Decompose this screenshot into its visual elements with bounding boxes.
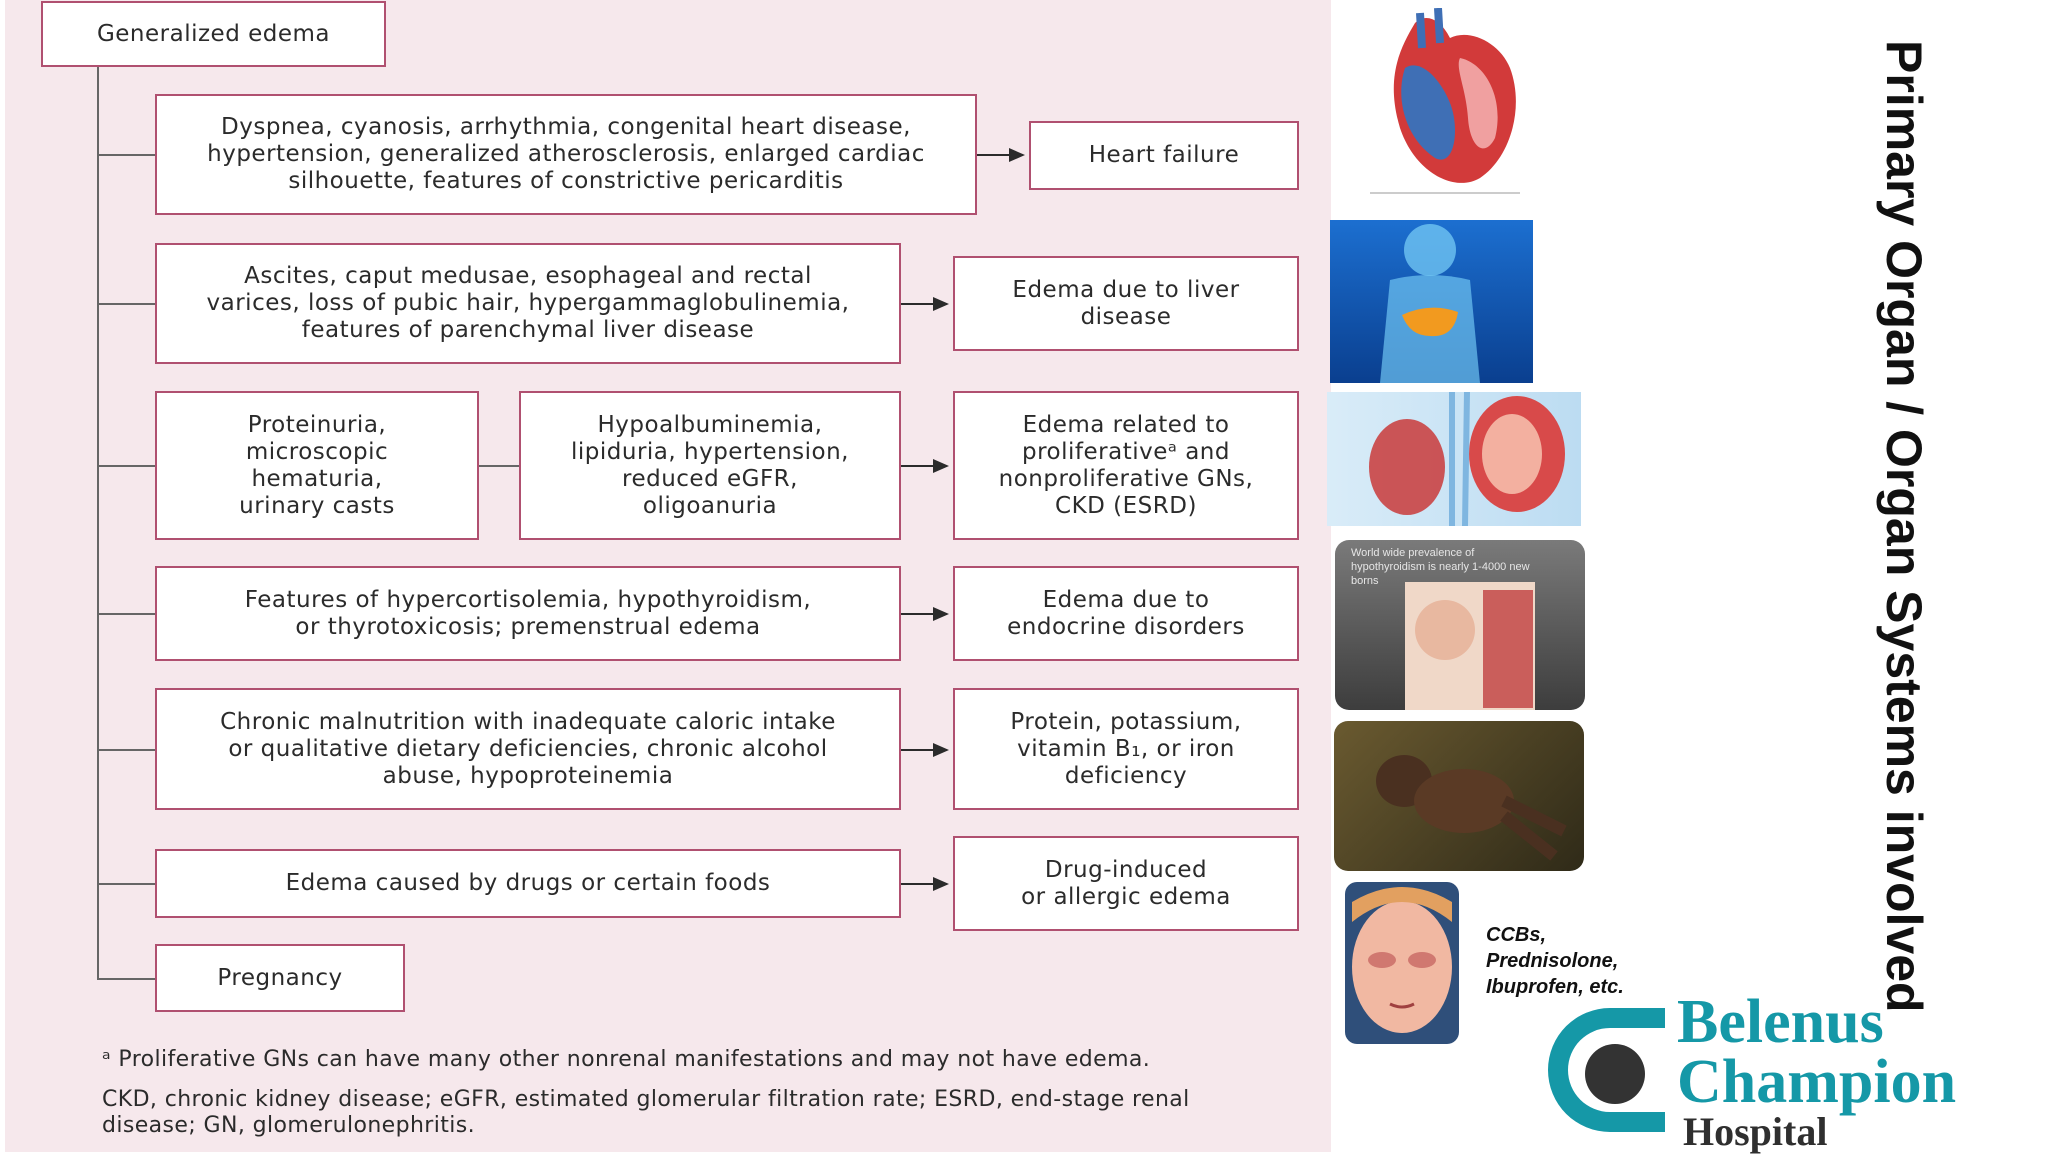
- diagram-panel: Generalized edema Dyspnea, cyanosis, arr…: [5, 0, 1331, 1152]
- outcome-text: Protein, potassium, vitamin B₁, or iron …: [1010, 708, 1242, 789]
- finding-text: Hypoalbuminemia, lipiduria, hypertension…: [571, 411, 849, 519]
- logo-mark-icon: [1548, 1008, 1665, 1132]
- root-box: Generalized edema: [41, 1, 386, 67]
- finding-text: Pregnancy: [217, 964, 343, 991]
- outcome-text: Edema due to liver disease: [1012, 276, 1240, 330]
- heart-image: [1360, 8, 1530, 198]
- outcome-box-endocrine: Edema due to endocrine disorders: [953, 566, 1299, 661]
- finding-text: Proteinuria, microscopic hematuria, urin…: [239, 411, 395, 519]
- finding-text: Dyspnea, cyanosis, arrhythmia, congenita…: [207, 114, 925, 194]
- branch-5: [97, 749, 158, 751]
- arrow-1: [977, 148, 1025, 162]
- arrow-3: [901, 459, 949, 473]
- footnote: ᵃ Proliferative GNs can have many other …: [102, 1047, 1151, 1072]
- finding-box-endocrine: Features of hypercortisolemia, hypothyro…: [155, 566, 901, 661]
- branch-3: [97, 465, 158, 467]
- liver-image: [1330, 220, 1533, 383]
- logo-line1: Belenus: [1677, 988, 1884, 1056]
- arrow-4: [901, 607, 949, 621]
- slide-title: Primary Organ / Organ Systems involved: [1845, 40, 1935, 1013]
- outcome-box-renal: Edema related to proliferativeᵃ and nonp…: [953, 391, 1299, 540]
- kidney-image: [1327, 392, 1581, 526]
- outcome-text: Heart failure: [1088, 142, 1240, 168]
- outcome-text: Edema related to proliferativeᵃ and nonp…: [998, 411, 1254, 519]
- branch-4: [97, 613, 158, 615]
- logo-line3: Hospital: [1683, 1109, 1828, 1154]
- logo-line2: Champion: [1677, 1048, 1957, 1116]
- hospital-logo: Belenus Champion Hospital: [1535, 988, 2005, 1154]
- hypothyroidism-image: World wide prevalence of hypothyroidism …: [1335, 540, 1585, 710]
- root-label: Generalized edema: [96, 20, 331, 47]
- outcome-text: Drug-induced or allergic edema: [1021, 856, 1231, 910]
- branch-2: [97, 303, 158, 305]
- finding-text: Features of hypercortisolemia, hypothyro…: [244, 586, 812, 640]
- arrow-2: [901, 297, 949, 311]
- finding-box-renal-2: Hypoalbuminemia, lipiduria, hypertension…: [519, 391, 901, 540]
- malnutrition-image: [1334, 721, 1584, 871]
- outcome-box-nutrition: Protein, potassium, vitamin B₁, or iron …: [953, 688, 1299, 810]
- finding-box-liver: Ascites, caput medusae, esophageal and r…: [155, 243, 901, 364]
- finding-text: Chronic malnutrition with inadequate cal…: [220, 708, 836, 789]
- branch-6: [97, 883, 158, 885]
- branch-7: [97, 978, 158, 980]
- outcome-text: Edema due to endocrine disorders: [1007, 586, 1245, 640]
- thyroid-caption: World wide prevalence of hypothyroidism …: [1351, 547, 1530, 587]
- finding-box-drugs: Edema caused by drugs or certain foods: [155, 849, 901, 918]
- finding-box-renal-1: Proteinuria, microscopic hematuria, urin…: [155, 391, 479, 540]
- slide-title-text: Primary Organ / Organ Systems involved: [1876, 40, 1932, 1013]
- abbreviations: CKD, chronic kidney disease; eGFR, estim…: [102, 1087, 1190, 1138]
- drug-caption: CCBs, Prednisolone, Ibuprofen, etc.: [1486, 924, 1624, 998]
- outcome-box-drugs: Drug-induced or allergic edema: [953, 836, 1299, 931]
- tree-trunk: [97, 66, 99, 980]
- finding-box-pregnancy: Pregnancy: [155, 944, 405, 1012]
- finding-text: Edema caused by drugs or certain foods: [285, 870, 771, 896]
- finding-box-nutrition: Chronic malnutrition with inadequate cal…: [155, 688, 901, 810]
- outcome-box-heart-failure: Heart failure: [1029, 121, 1299, 190]
- renal-connector: [479, 465, 519, 467]
- branch-1: [97, 154, 158, 156]
- finding-box-cardiac: Dyspnea, cyanosis, arrhythmia, congenita…: [155, 94, 977, 215]
- arrow-6: [901, 877, 949, 891]
- outcome-box-liver: Edema due to liver disease: [953, 256, 1299, 351]
- finding-text: Ascites, caput medusae, esophageal and r…: [206, 263, 850, 343]
- arrow-5: [901, 743, 949, 757]
- facial-edema-image: [1345, 882, 1459, 1044]
